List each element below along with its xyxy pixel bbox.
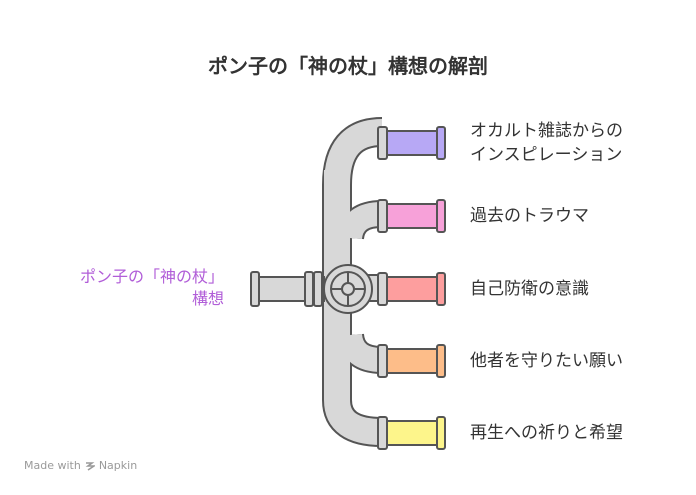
item-label-line: 再生への祈りと希望	[470, 423, 623, 443]
outlet-pipe-1	[377, 126, 446, 160]
item-label-3: 自己防衛の意識	[470, 277, 589, 301]
item-label-line: オカルト雑誌からの	[470, 121, 623, 141]
page-title: ポン子の「神の杖」構想の解剖	[208, 54, 488, 78]
outlet-pipe-body	[386, 276, 440, 302]
item-label-4: 他者を守りたい願い	[470, 349, 623, 373]
item-label-1: オカルト雑誌からのインスピレーション	[470, 119, 623, 167]
item-label-line: 過去のトラウマ	[470, 206, 589, 226]
outlet-pipe-2	[377, 199, 446, 233]
item-label-5: 再生への祈りと希望	[470, 421, 623, 445]
outlet-pipe-body	[386, 348, 440, 374]
napkin-logo-icon	[85, 461, 95, 471]
item-label-line: 自己防衛の意識	[470, 279, 589, 299]
input-pipe	[250, 271, 325, 307]
outlet-pipe-body	[386, 203, 440, 229]
napkin-brand-text: Napkin	[98, 459, 138, 472]
source-label-line-1: ポン子の「神の杖」	[79, 267, 224, 286]
outlet-pipe-body	[386, 130, 440, 156]
valve-wheel-icon	[323, 264, 373, 314]
outlet-pipe-4	[377, 344, 446, 378]
footer-watermark: Made with Napkin	[24, 459, 137, 472]
item-label-line: 他者を守りたい願い	[470, 351, 623, 371]
outlet-pipe-3	[377, 272, 446, 306]
item-label-line: インスピレーション	[470, 145, 623, 165]
source-label: ポン子の「神の杖」 構想	[80, 266, 224, 310]
source-label-line-2: 構想	[191, 289, 224, 308]
outlet-pipes	[377, 126, 446, 450]
item-label-2: 過去のトラウマ	[470, 204, 589, 228]
outlet-pipe-5	[377, 416, 446, 450]
outlet-pipe-body	[386, 420, 440, 446]
made-with-text: Made with	[24, 459, 81, 472]
